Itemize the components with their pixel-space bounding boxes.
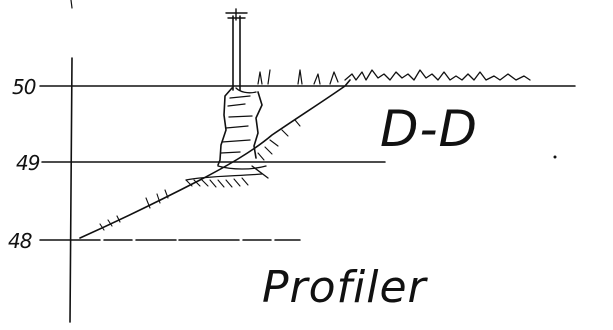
slope-hatching [99,119,301,231]
level-label-48: 48 [8,229,32,253]
grass-tufts [257,69,531,85]
level-label-49: 49 [16,151,40,175]
drawing-caption: Profiler [262,262,429,313]
survey-pole [225,8,248,91]
level-label-50: 50 [12,75,36,99]
ground-profile-line [79,79,351,239]
stray-dot [553,155,557,159]
retaining-wall [217,87,269,179]
section-label: D-D [380,100,478,158]
axis-top-tick [70,0,73,9]
vertical-axis-line [69,57,73,323]
